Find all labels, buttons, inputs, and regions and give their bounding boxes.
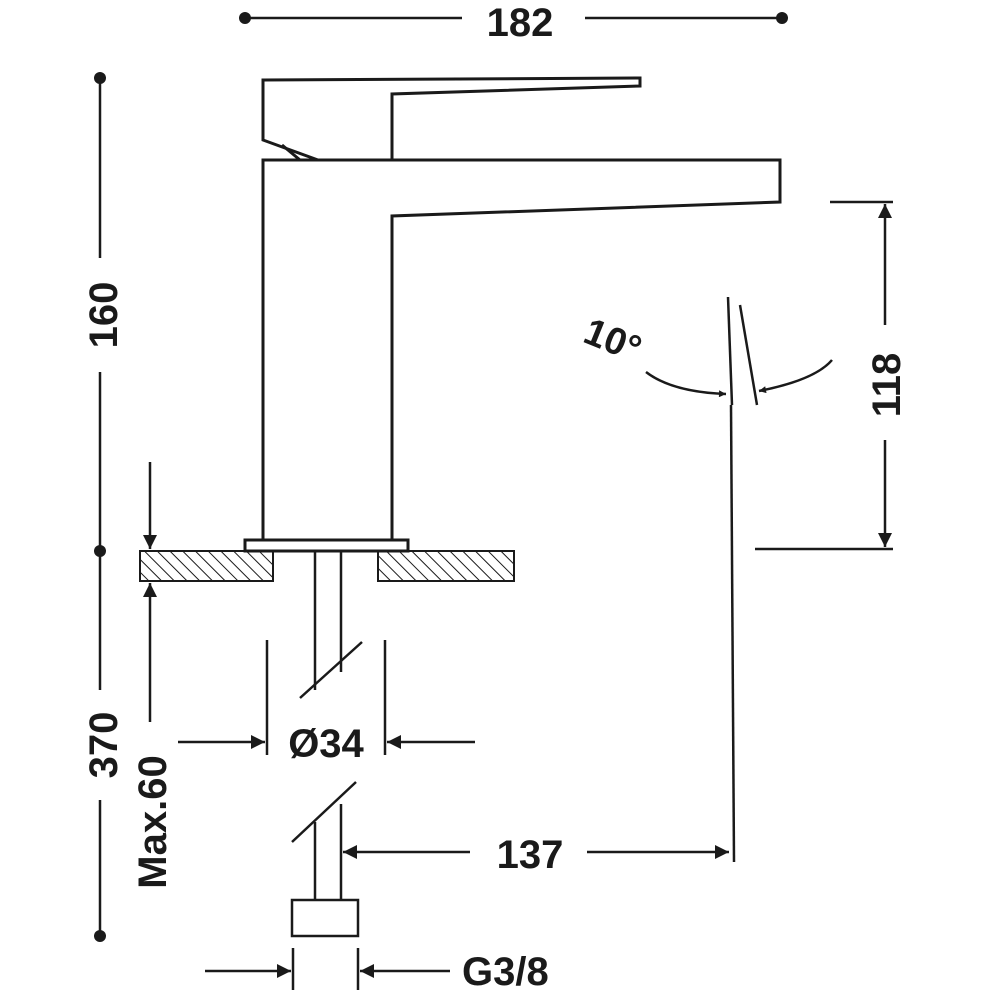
height-label: 160 bbox=[82, 282, 126, 349]
thread-label: G3/8 bbox=[462, 950, 549, 994]
dimension-diameter: Ø34 bbox=[178, 640, 475, 766]
handle-joint bbox=[281, 143, 301, 162]
deck-left-hatch bbox=[139, 550, 274, 582]
dimension-spout-reach: 137 bbox=[343, 404, 736, 877]
diameter-label: Ø34 bbox=[288, 722, 364, 766]
dimension-width: 182 bbox=[239, 1, 788, 45]
dimension-left: 160 370 bbox=[82, 72, 126, 942]
deck-thickness-label: Max.60 bbox=[131, 755, 175, 888]
connector-nut bbox=[290, 898, 360, 938]
dimension-spout-height: 118 bbox=[755, 200, 909, 551]
dimension-deck-thickness: Max.60 bbox=[131, 462, 175, 889]
spout-height-label: 118 bbox=[865, 353, 909, 418]
angle-label: 10° bbox=[578, 311, 647, 371]
dimension-thread: G3/8 bbox=[205, 948, 549, 994]
faucet-outline bbox=[243, 76, 782, 553]
angle-indicator: 10° bbox=[578, 296, 833, 406]
deck-section bbox=[139, 550, 515, 582]
spout-reach-label: 137 bbox=[497, 833, 564, 877]
handle-lever bbox=[261, 76, 642, 162]
hose-length-label: 370 bbox=[82, 712, 126, 779]
supply-hose bbox=[290, 551, 363, 938]
faucet-body bbox=[261, 158, 782, 542]
width-label: 182 bbox=[487, 1, 554, 45]
deck-right-hatch bbox=[377, 550, 515, 582]
base-plate bbox=[243, 538, 410, 553]
